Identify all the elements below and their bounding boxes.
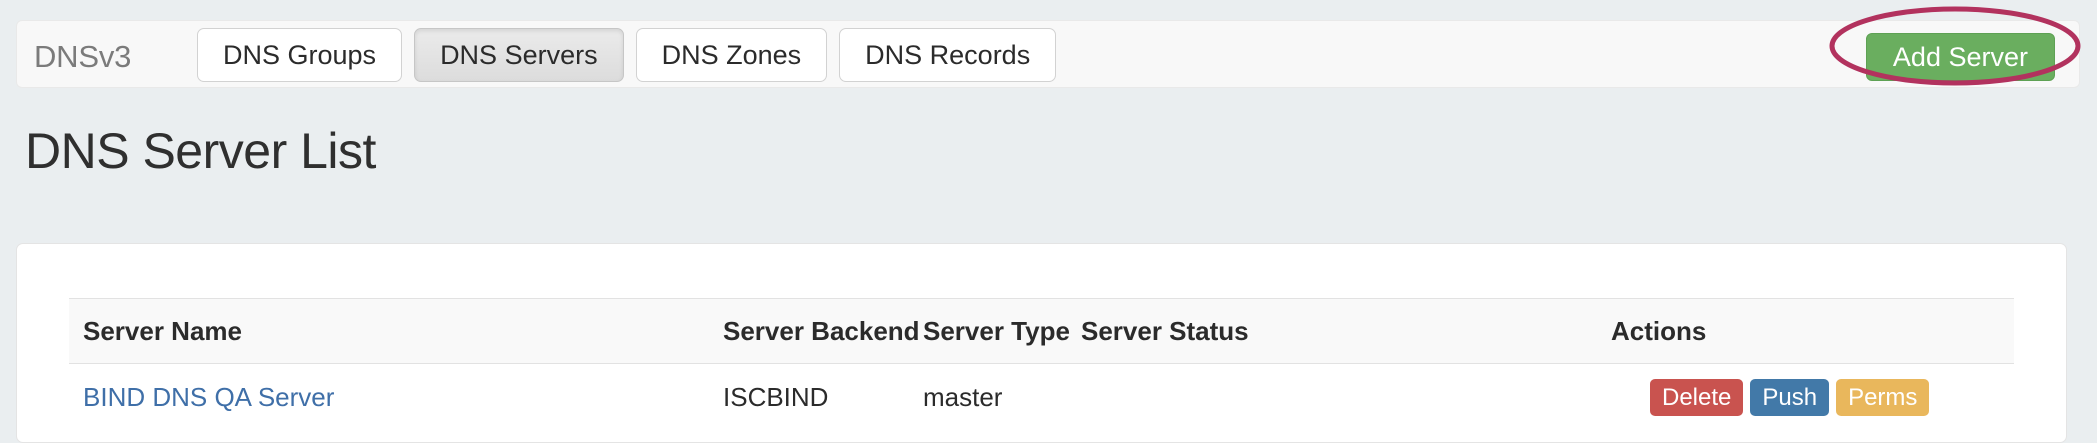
- tab-dns-groups[interactable]: DNS Groups: [197, 28, 403, 82]
- column-header-actions: Actions: [1597, 298, 2014, 364]
- content-card: Server Name Server Backend Server Type S…: [16, 243, 2067, 443]
- delete-button[interactable]: Delete: [1650, 379, 1744, 416]
- tab-dns-zones[interactable]: DNS Zones: [635, 28, 828, 82]
- cell-server-name: BIND DNS QA Server: [69, 364, 709, 432]
- nav-tabs: DNS Groups DNS Servers DNS Zones DNS Rec…: [197, 28, 1057, 82]
- add-server-button[interactable]: Add Server: [1865, 33, 2055, 81]
- top-navbar: DNSv3 DNS Groups DNS Servers DNS Zones D…: [16, 20, 2080, 88]
- push-button[interactable]: Push: [1750, 379, 1830, 416]
- action-button-group: Delete Push Perms: [1650, 379, 2014, 416]
- tab-dns-records[interactable]: DNS Records: [839, 28, 1057, 82]
- column-header-server-backend[interactable]: Server Backend: [709, 298, 920, 364]
- cell-server-status: [1067, 364, 1597, 432]
- column-header-server-name[interactable]: Server Name: [69, 298, 709, 364]
- tab-dns-zones-label: DNS Zones: [661, 39, 802, 70]
- server-name-link[interactable]: BIND DNS QA Server: [83, 382, 335, 412]
- column-header-server-type[interactable]: Server Type: [909, 298, 1070, 364]
- tab-dns-servers-label: DNS Servers: [440, 39, 598, 70]
- cell-actions: Delete Push Perms: [1597, 364, 2014, 432]
- tab-dns-records-label: DNS Records: [865, 39, 1031, 70]
- add-server-button-label: Add Server: [1892, 41, 2028, 72]
- column-header-server-status[interactable]: Server Status: [1067, 298, 1597, 364]
- page-title: DNS Server List: [25, 123, 376, 179]
- table-header-row: Server Name Server Backend Server Type S…: [69, 298, 2014, 364]
- table-row: BIND DNS QA Server ISCBIND master Delete…: [69, 364, 2014, 432]
- cell-server-type: master: [923, 382, 1003, 412]
- dns-server-table: Server Name Server Backend Server Type S…: [69, 298, 2014, 431]
- brand-logo[interactable]: DNSv3: [34, 39, 132, 74]
- tab-dns-groups-label: DNS Groups: [223, 39, 377, 70]
- tab-dns-servers[interactable]: DNS Servers: [414, 28, 624, 82]
- cell-server-backend: ISCBIND: [723, 382, 829, 412]
- perms-button[interactable]: Perms: [1836, 379, 1930, 416]
- table-header: Server Name Server Backend Server Type S…: [69, 298, 2014, 364]
- table-body: BIND DNS QA Server ISCBIND master Delete…: [69, 364, 2014, 432]
